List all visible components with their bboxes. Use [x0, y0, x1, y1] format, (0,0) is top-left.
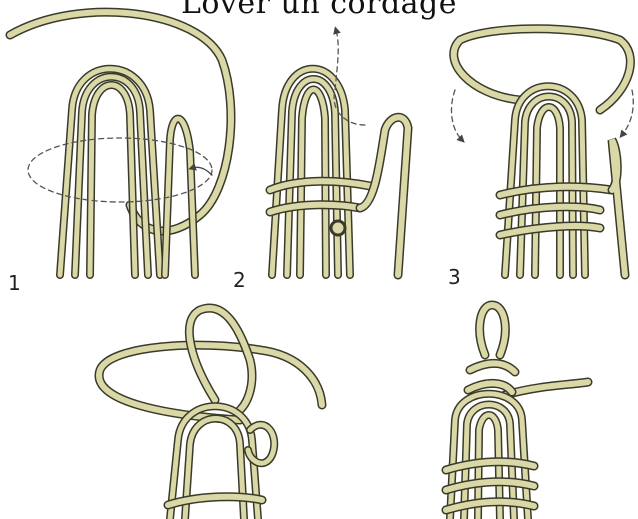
coil-loops-1	[60, 69, 195, 275]
arrow-icon	[192, 167, 212, 175]
step-5-illustration	[446, 305, 588, 519]
arrow-icon	[451, 90, 462, 140]
wrap-path-guide	[28, 138, 212, 202]
coil-loops-2	[272, 69, 350, 275]
arrow-icon	[622, 90, 633, 135]
step-3-illustration	[451, 29, 633, 275]
step-2-illustration	[270, 30, 408, 275]
coil-loops-3	[505, 86, 585, 275]
step-1-illustration	[10, 12, 231, 275]
step-4-illustration	[99, 308, 322, 519]
